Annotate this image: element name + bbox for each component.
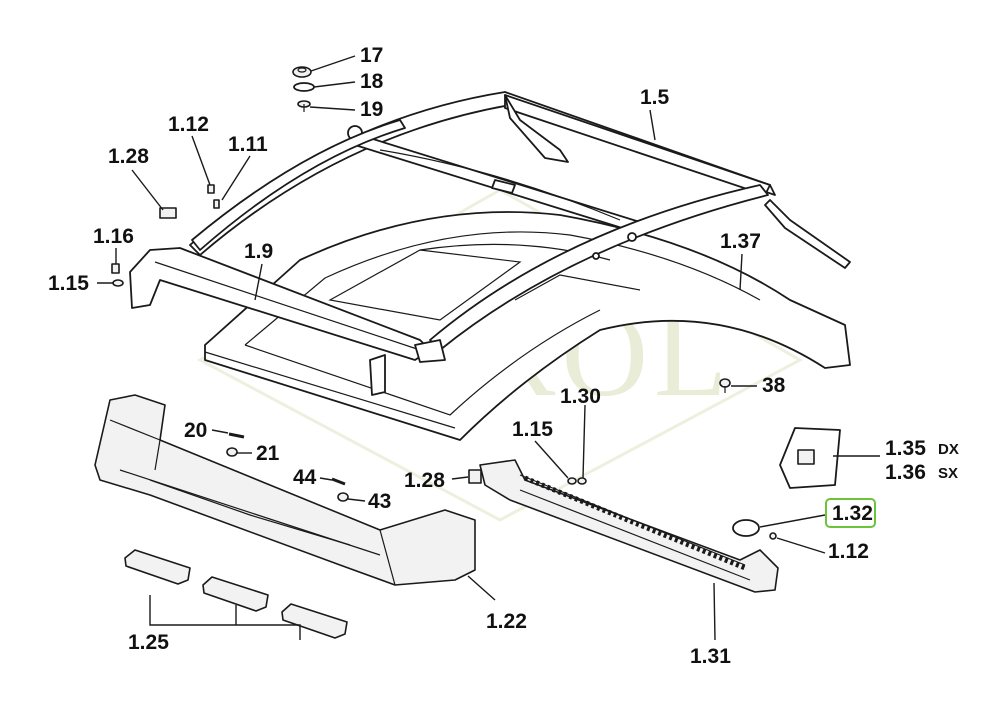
- label-1-25: 1.25: [128, 631, 169, 654]
- screw-1-12-right: [769, 532, 777, 540]
- label-1-31: 1.31: [690, 645, 731, 668]
- label-1-11: 1.11: [228, 133, 268, 156]
- label-17: 17: [360, 44, 383, 67]
- clip-1-11: [213, 199, 220, 209]
- screw-1-16: [111, 263, 120, 274]
- clip-1-25-a: [124, 549, 191, 585]
- clip-1-28-bottom: [468, 469, 482, 484]
- label-1-28-bottom: 1.28: [404, 469, 445, 492]
- label-43: 43: [368, 490, 391, 513]
- front-trim-panel: [94, 394, 476, 586]
- label-1-36-side: SX: [938, 465, 958, 482]
- highlight-box-1-32: [825, 498, 876, 528]
- screw-1-30: [577, 477, 587, 485]
- washer-18: [293, 82, 315, 92]
- label-38: 38: [762, 374, 786, 397]
- pin-20: [228, 432, 245, 439]
- label-1-15-left: 1.15: [48, 272, 89, 295]
- cap-1-32: [732, 519, 760, 537]
- label-1-36: 1.36: [885, 461, 926, 484]
- label-1-37: 1.37: [720, 230, 761, 253]
- label-20: 20: [184, 419, 207, 442]
- clip-1-25-b: [202, 576, 269, 612]
- label-44: 44: [293, 466, 317, 489]
- label-21: 21: [256, 442, 280, 465]
- label-1-15-right: 1.15: [512, 418, 553, 441]
- screw-1-15-left: [112, 279, 124, 287]
- screw-19: [297, 100, 311, 112]
- label-1-5: 1.5: [640, 86, 670, 109]
- part-labels: 17 18 19 1.5 1.12 1.11 1.28 1.16 1.15 1.…: [48, 44, 959, 668]
- label-1-9: 1.9: [244, 240, 273, 263]
- label-1-30: 1.30: [560, 385, 601, 408]
- screw-1-12-top: [207, 184, 215, 194]
- label-1-12-top: 1.12: [168, 113, 209, 136]
- label-18: 18: [360, 70, 384, 93]
- side-rail-bar: [191, 119, 406, 251]
- side-sill-rail: [479, 459, 779, 593]
- front-header-rail: [129, 247, 446, 396]
- clip-1-25-c: [281, 603, 348, 639]
- label-1-16: 1.16: [93, 225, 134, 248]
- label-1-32: 1.32: [832, 502, 873, 525]
- clip-1-28-top: [159, 207, 177, 219]
- label-1-35-side: DX: [938, 441, 959, 458]
- label-1-28-top: 1.28: [108, 145, 149, 168]
- washer-17: [292, 66, 312, 78]
- pin-44: [331, 477, 346, 486]
- label-1-22: 1.22: [486, 610, 527, 633]
- label-1-35: 1.35: [885, 437, 926, 460]
- screw-1-15-right: [567, 477, 577, 485]
- label-1-12-right: 1.12: [828, 540, 869, 563]
- leader-lines: [97, 55, 880, 641]
- end-cover: [779, 427, 841, 489]
- screw-43: [337, 492, 349, 502]
- screw-21: [226, 447, 238, 457]
- label-19: 19: [360, 98, 383, 121]
- screw-38: [719, 378, 731, 393]
